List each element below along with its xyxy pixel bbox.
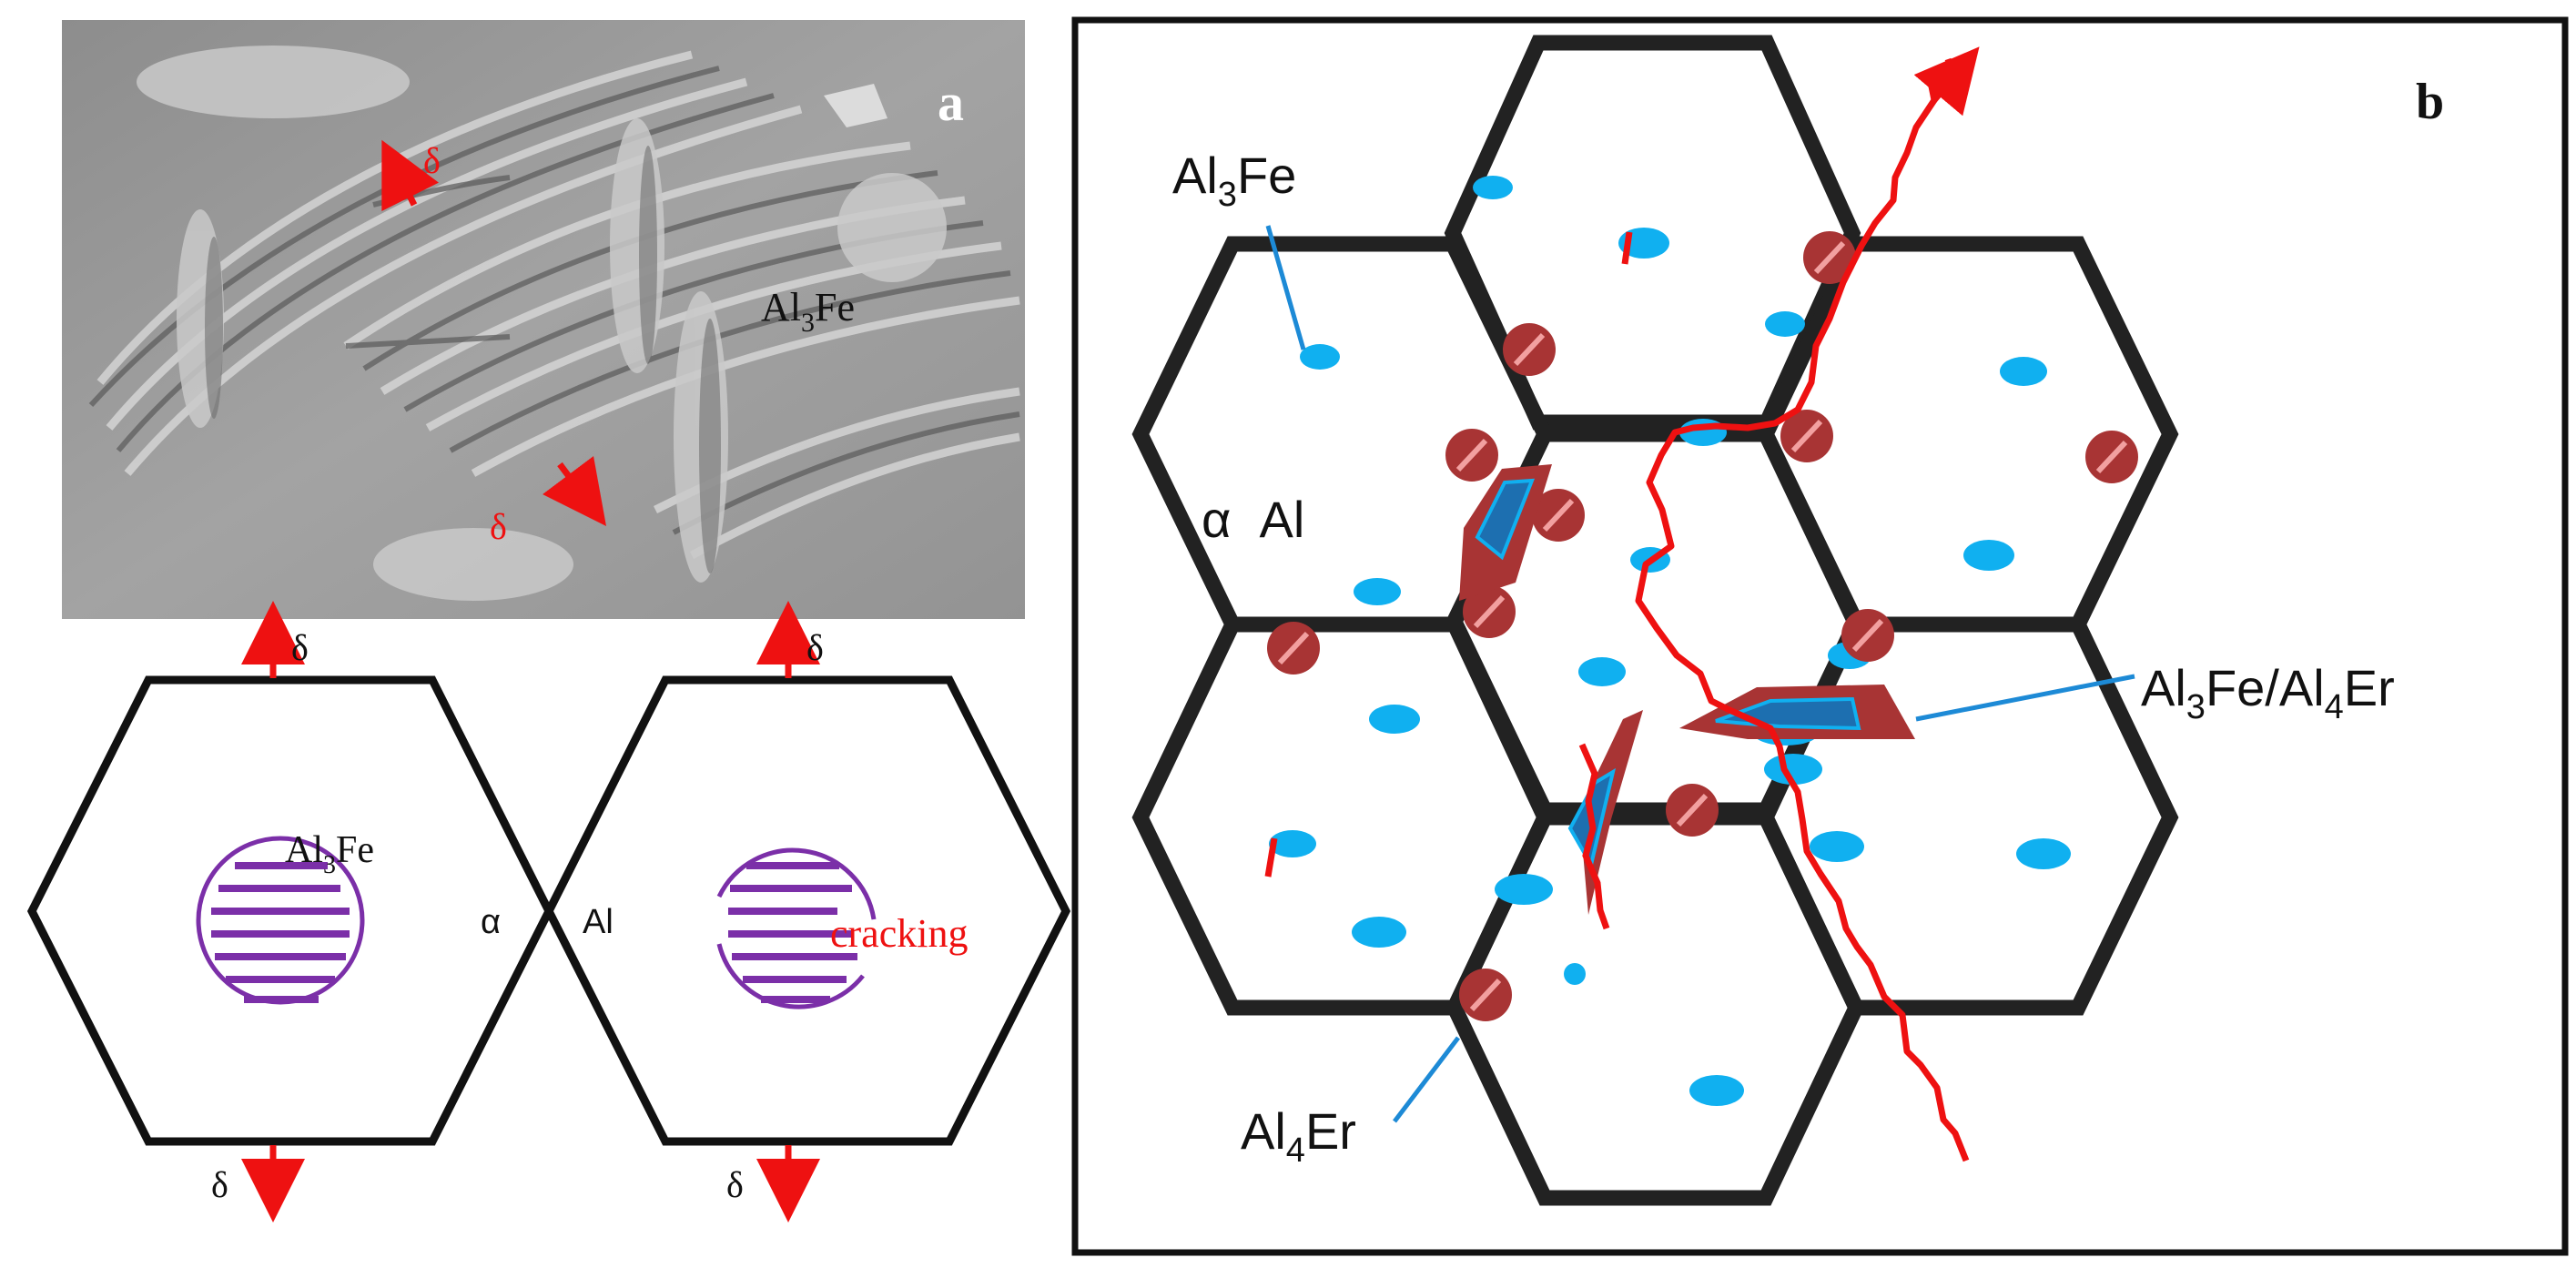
delta-top-left: δ: [291, 627, 309, 668]
panel-a: a Al3Fe δ δ: [26, 20, 1071, 1222]
micrograph-arrow-1: [381, 139, 439, 211]
particle-right-cracked: [716, 847, 877, 1009]
al3fe-label: Al3Fe: [1172, 147, 1296, 214]
panel-b-label: b: [2416, 74, 2444, 130]
delta-bottom-left: δ: [211, 1164, 228, 1205]
delta-top-right: δ: [806, 627, 824, 668]
micrograph-al3fe-label: Al3Fe: [761, 285, 855, 338]
schematic-hexagons: Al3Fe cracking α Al: [26, 601, 1071, 1222]
al4er-particles: [1267, 231, 2138, 1021]
schematic-al3fe-label: Al3Fe: [285, 829, 374, 879]
al3fe-leader: [1265, 225, 1306, 350]
panel-b-frame: [1071, 16, 2569, 1256]
panel-a-label: a: [938, 73, 964, 132]
panel-b: b: [1071, 16, 2569, 1256]
alpha-al-label: α Al: [1202, 491, 1304, 548]
sem-micrograph: a Al3Fe δ δ: [62, 20, 1025, 619]
al4er-leader: [1393, 1036, 1460, 1123]
hexagon-right: [543, 675, 1071, 1146]
schematic-al: Al: [583, 903, 614, 941]
al3fe-al4er-label: Al3Fe/Al4Er: [2141, 659, 2395, 726]
crack-path: [1264, 46, 1980, 1162]
delta-bottom-right: δ: [726, 1164, 744, 1205]
micrograph-delta-2: δ: [490, 506, 507, 547]
composite-leader: [1915, 674, 2135, 722]
cracking-label: cracking: [830, 911, 968, 956]
particle-left: [196, 836, 365, 1005]
crack-tick-2: [1264, 837, 1278, 877]
schematic-alpha: α: [481, 903, 501, 941]
branch-crack: [1578, 743, 1610, 930]
crack-tick-1: [1621, 231, 1633, 265]
micrograph-delta-1: δ: [423, 140, 441, 181]
micrograph-arrow-2: [543, 456, 606, 526]
main-crack: [1635, 57, 1970, 1162]
al4er-label: Al4Er: [1241, 1102, 1356, 1170]
